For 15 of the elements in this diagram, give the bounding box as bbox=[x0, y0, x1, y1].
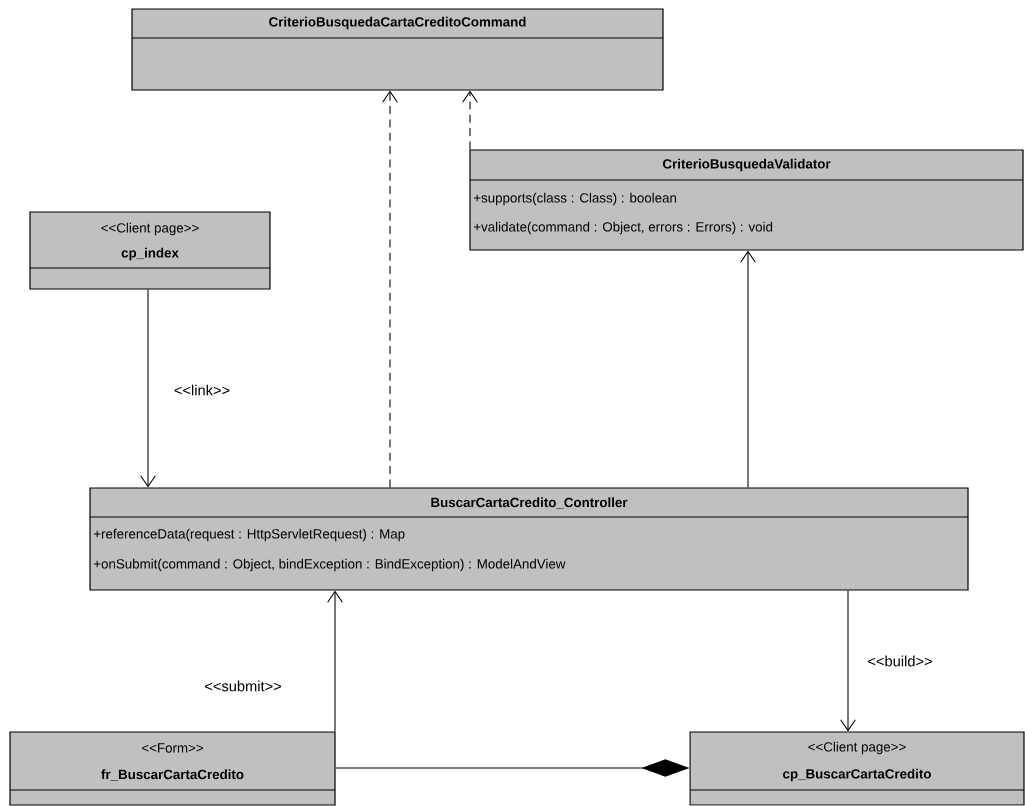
class-box: CriterioBusquedaValidator +supports(class : Class) : boolean +validate(command : Object, errors : Errors) : void bbox=[469, 149, 1024, 251]
arrow bbox=[327, 590, 343, 732]
arrow bbox=[382, 90, 398, 488]
class-box: <<Client page>> cp_index bbox=[29, 211, 271, 290]
arrow bbox=[740, 250, 756, 488]
arrow bbox=[462, 90, 478, 150]
edge-label: <<build>> bbox=[868, 655, 932, 667]
edge-label: <<link>> bbox=[174, 384, 230, 396]
class-box: <<Form>> fr_BuscarCartaCredito bbox=[9, 731, 336, 806]
class-box: BuscarCartaCredito_Controller +referenceData(request : HttpServletRequest) : Map +onSubmit(command : Object, bindException : BindException) : ModelAndView bbox=[89, 487, 969, 591]
arrow bbox=[140, 289, 156, 488]
arrow bbox=[840, 590, 856, 732]
edge-label: <<submit>> bbox=[205, 680, 281, 692]
class-box: <<Client page>> cp_BuscarCartaCredito bbox=[689, 731, 1025, 806]
class-box: CriterioBusquedaCartaCreditoCommand bbox=[131, 8, 664, 91]
